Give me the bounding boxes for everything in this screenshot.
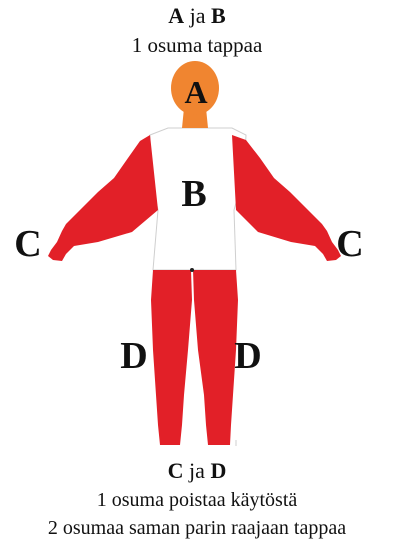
label-left-leg-d: D [120, 335, 147, 377]
label-left-arm-c: C [14, 223, 41, 265]
left-leg-zone-d [151, 270, 192, 445]
footer-joiner: ja [189, 458, 205, 483]
footer-rule-1: 1 osuma poistaa käytöstä [0, 489, 394, 511]
right-arm-zone-c [232, 135, 341, 261]
footer-zones-line: C ja D [0, 459, 394, 483]
right-leg-zone-d [193, 270, 238, 445]
left-arm-zone-c [48, 135, 158, 261]
footer-zone-c: C [168, 458, 184, 483]
label-right-arm-c: C [336, 223, 363, 265]
footer-zone-d: D [210, 458, 226, 483]
label-torso-b: B [181, 173, 206, 215]
label-right-leg-d: D [234, 335, 261, 377]
label-head-a: A [184, 74, 207, 110]
footer-rule-2: 2 osumaa saman parin raajaan tappaa [0, 516, 394, 540]
crotch-dot [190, 268, 194, 272]
